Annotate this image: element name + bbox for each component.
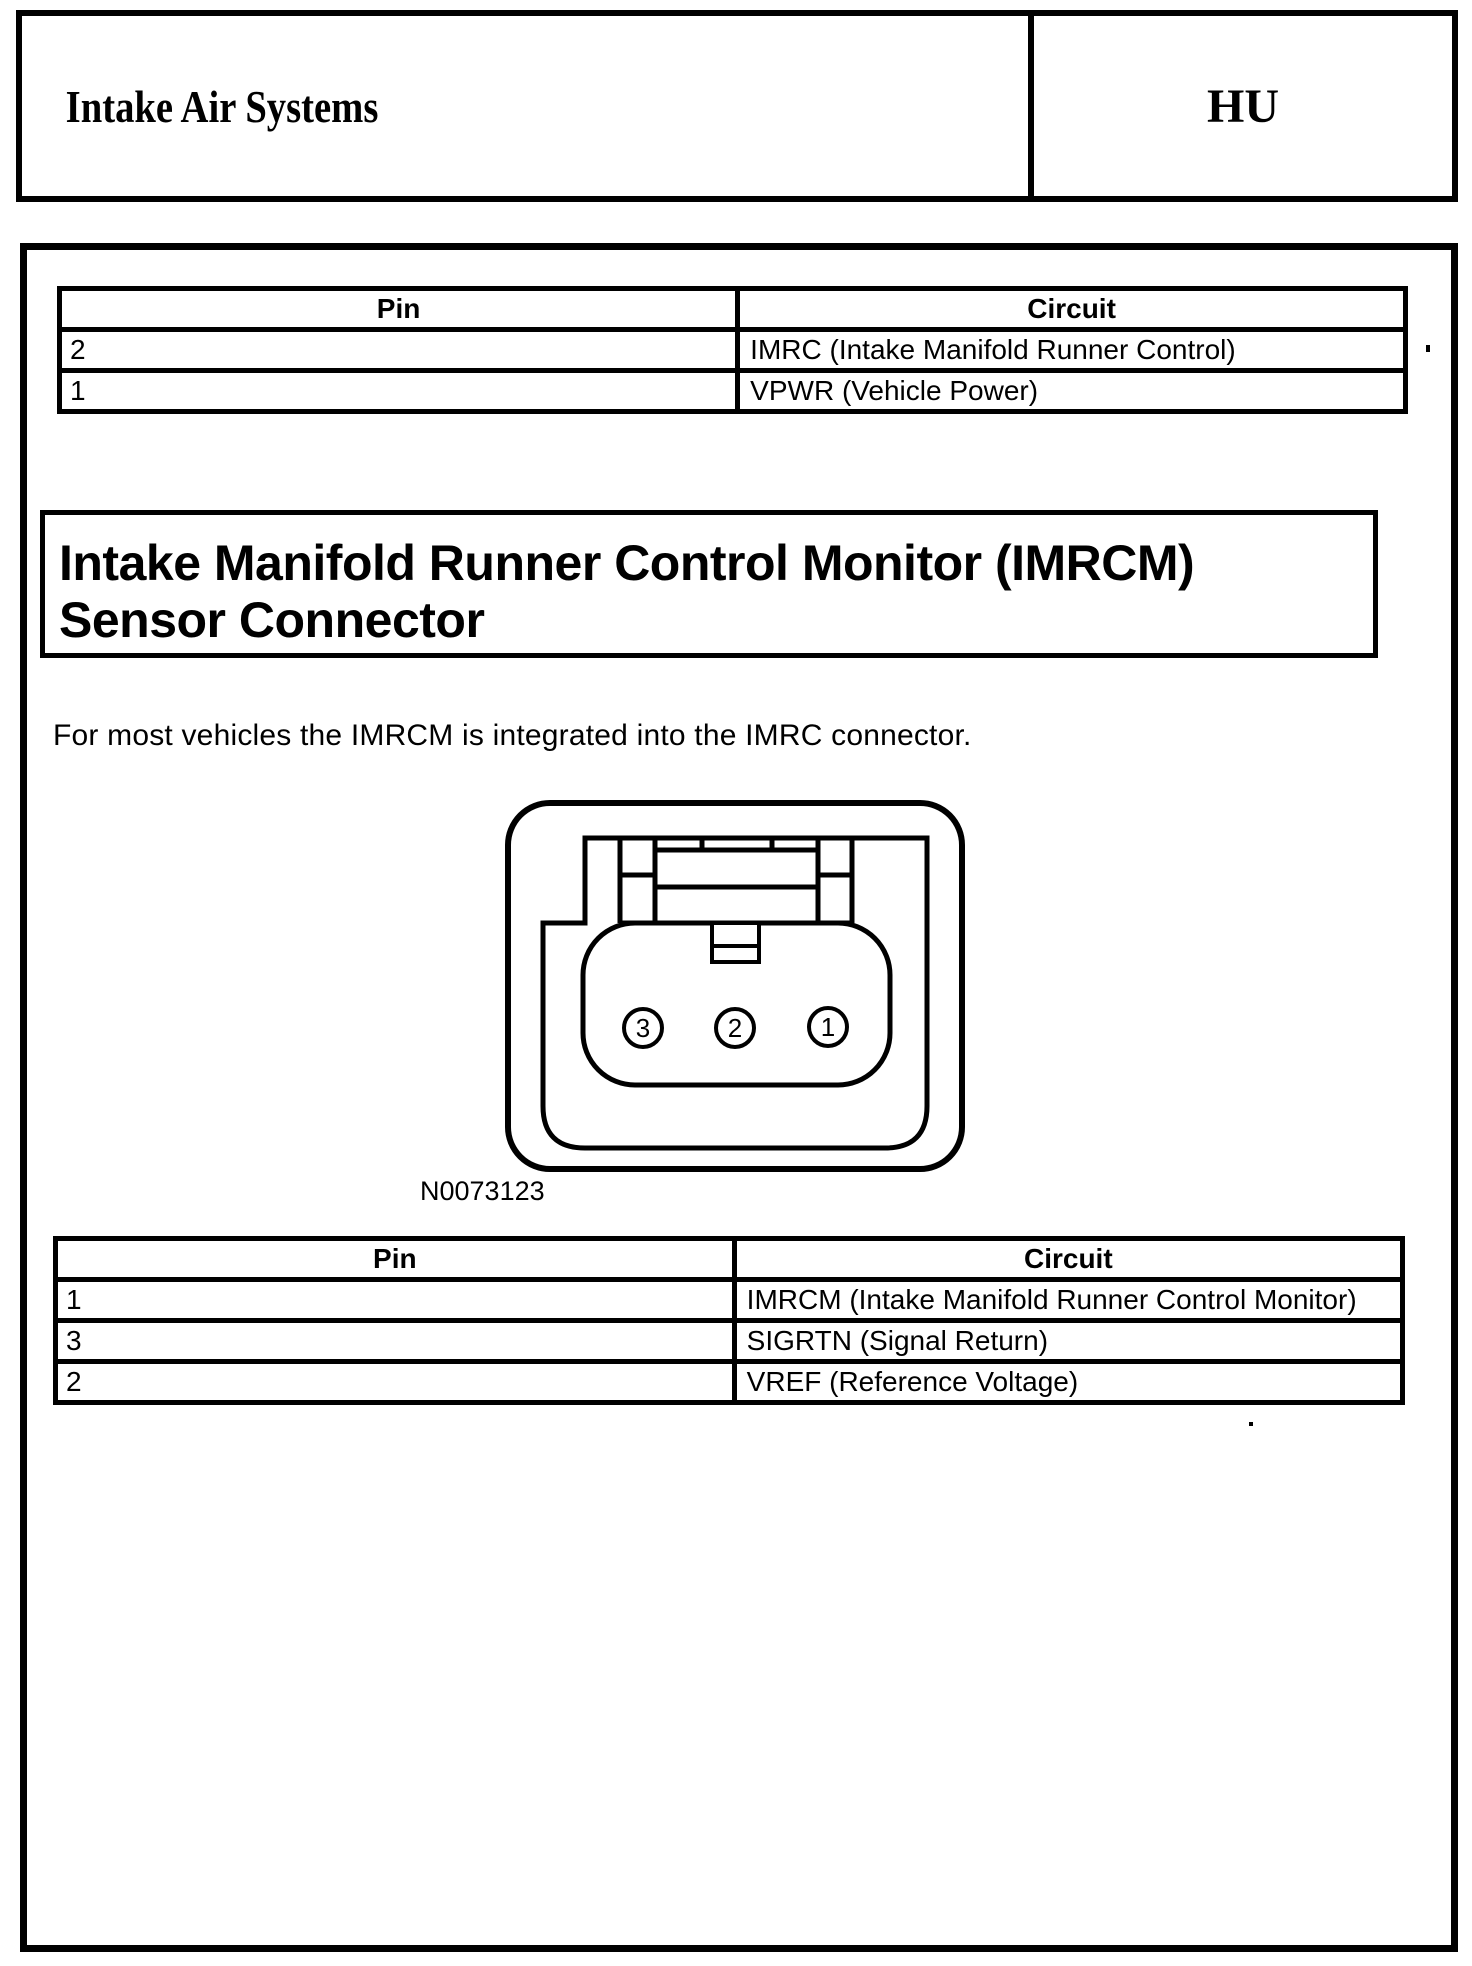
circuit-cell: VREF (Reference Voltage): [731, 1364, 1400, 1400]
section-heading: Intake Manifold Runner Control Monitor (…: [40, 510, 1378, 658]
pin-2-cavity: [714, 1007, 756, 1049]
circuit-cell: VPWR (Vehicle Power): [735, 373, 1403, 409]
column-header-pin: Pin: [373, 1243, 417, 1274]
pin-cell: 1: [70, 375, 86, 406]
page-header-code-cell: HU: [1028, 16, 1452, 196]
page-title: Intake Air Systems: [65, 80, 379, 132]
table-header-row: Pin Circuit: [58, 1241, 1400, 1277]
pin-1-cavity: [807, 1006, 849, 1048]
pin-table-top: Pin Circuit 2 IMRC (Intake Manifold Runn…: [57, 286, 1408, 414]
pin-cell: 2: [66, 1366, 82, 1397]
content-frame: Pin Circuit 2 IMRC (Intake Manifold Runn…: [20, 243, 1458, 1952]
pin-cell: 3: [66, 1325, 82, 1356]
circuit-cell: SIGRTN (Signal Return): [731, 1323, 1400, 1359]
column-header-pin: Pin: [376, 293, 421, 324]
table-row: 2 IMRC (Intake Manifold Runner Control): [62, 327, 1403, 368]
connector-keyway: [710, 921, 761, 964]
section-code: HU: [1207, 79, 1279, 133]
scan-speck: [1426, 345, 1430, 352]
pin-2-label: 2: [728, 1013, 742, 1043]
pin-cell: 2: [70, 334, 86, 365]
pin-1-label: 1: [821, 1012, 835, 1042]
scan-speck: [1249, 1422, 1253, 1426]
pin-cell: 1: [66, 1284, 82, 1315]
figure-number: N0073123: [420, 1176, 545, 1206]
connector-diagram: 3 2 1: [505, 800, 965, 1172]
table-row: 2 VREF (Reference Voltage): [58, 1359, 1400, 1400]
circuit-cell: IMRC (Intake Manifold Runner Control): [735, 332, 1403, 368]
table-row: 3 SIGRTN (Signal Return): [58, 1318, 1400, 1359]
pin-3-label: 3: [636, 1013, 650, 1043]
pin-table-bottom: Pin Circuit 1 IMRCM (Intake Manifold Run…: [53, 1236, 1405, 1405]
table-row: 1 IMRCM (Intake Manifold Runner Control …: [58, 1277, 1400, 1318]
table-header-row: Pin Circuit: [62, 291, 1403, 327]
body-paragraph: For most vehicles the IMRCM is integrate…: [53, 719, 972, 752]
table-row: 1 VPWR (Vehicle Power): [62, 368, 1403, 409]
column-header-circuit: Circuit: [731, 1241, 1400, 1277]
page-header-title-cell: Intake Air Systems: [22, 16, 1028, 196]
page-header: Intake Air Systems HU: [16, 10, 1458, 202]
circuit-cell: IMRCM (Intake Manifold Runner Control Mo…: [731, 1282, 1400, 1318]
column-header-circuit: Circuit: [735, 291, 1403, 327]
pin-3-cavity: [622, 1007, 664, 1049]
